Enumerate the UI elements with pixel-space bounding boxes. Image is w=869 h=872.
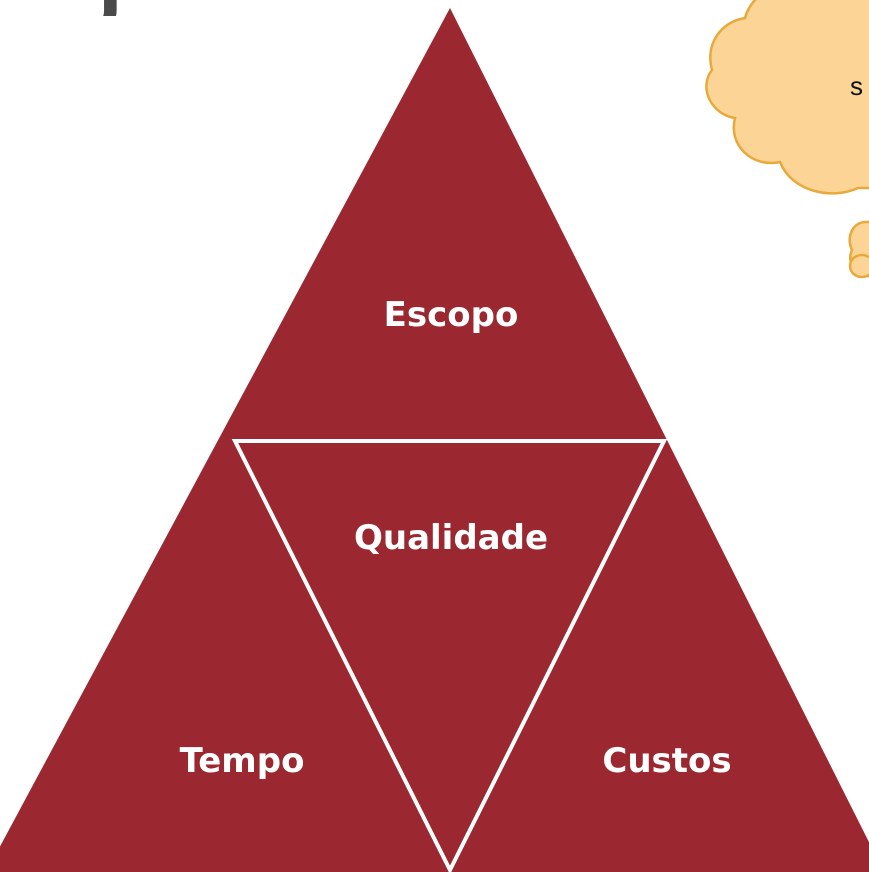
thought-cloud-text: s xyxy=(850,71,863,101)
label-escopo: Escopo xyxy=(384,295,519,335)
thought-cloud-shape xyxy=(705,0,869,195)
inner-inverted-triangle xyxy=(231,439,668,872)
slide-title-fragment: j xyxy=(98,0,158,16)
thought-cloud: s xyxy=(705,0,869,279)
thought-bubble-small xyxy=(848,253,869,279)
label-tempo: Tempo xyxy=(180,741,305,781)
label-qualidade: Qualidade xyxy=(354,518,548,558)
label-custos: Custos xyxy=(602,741,731,781)
